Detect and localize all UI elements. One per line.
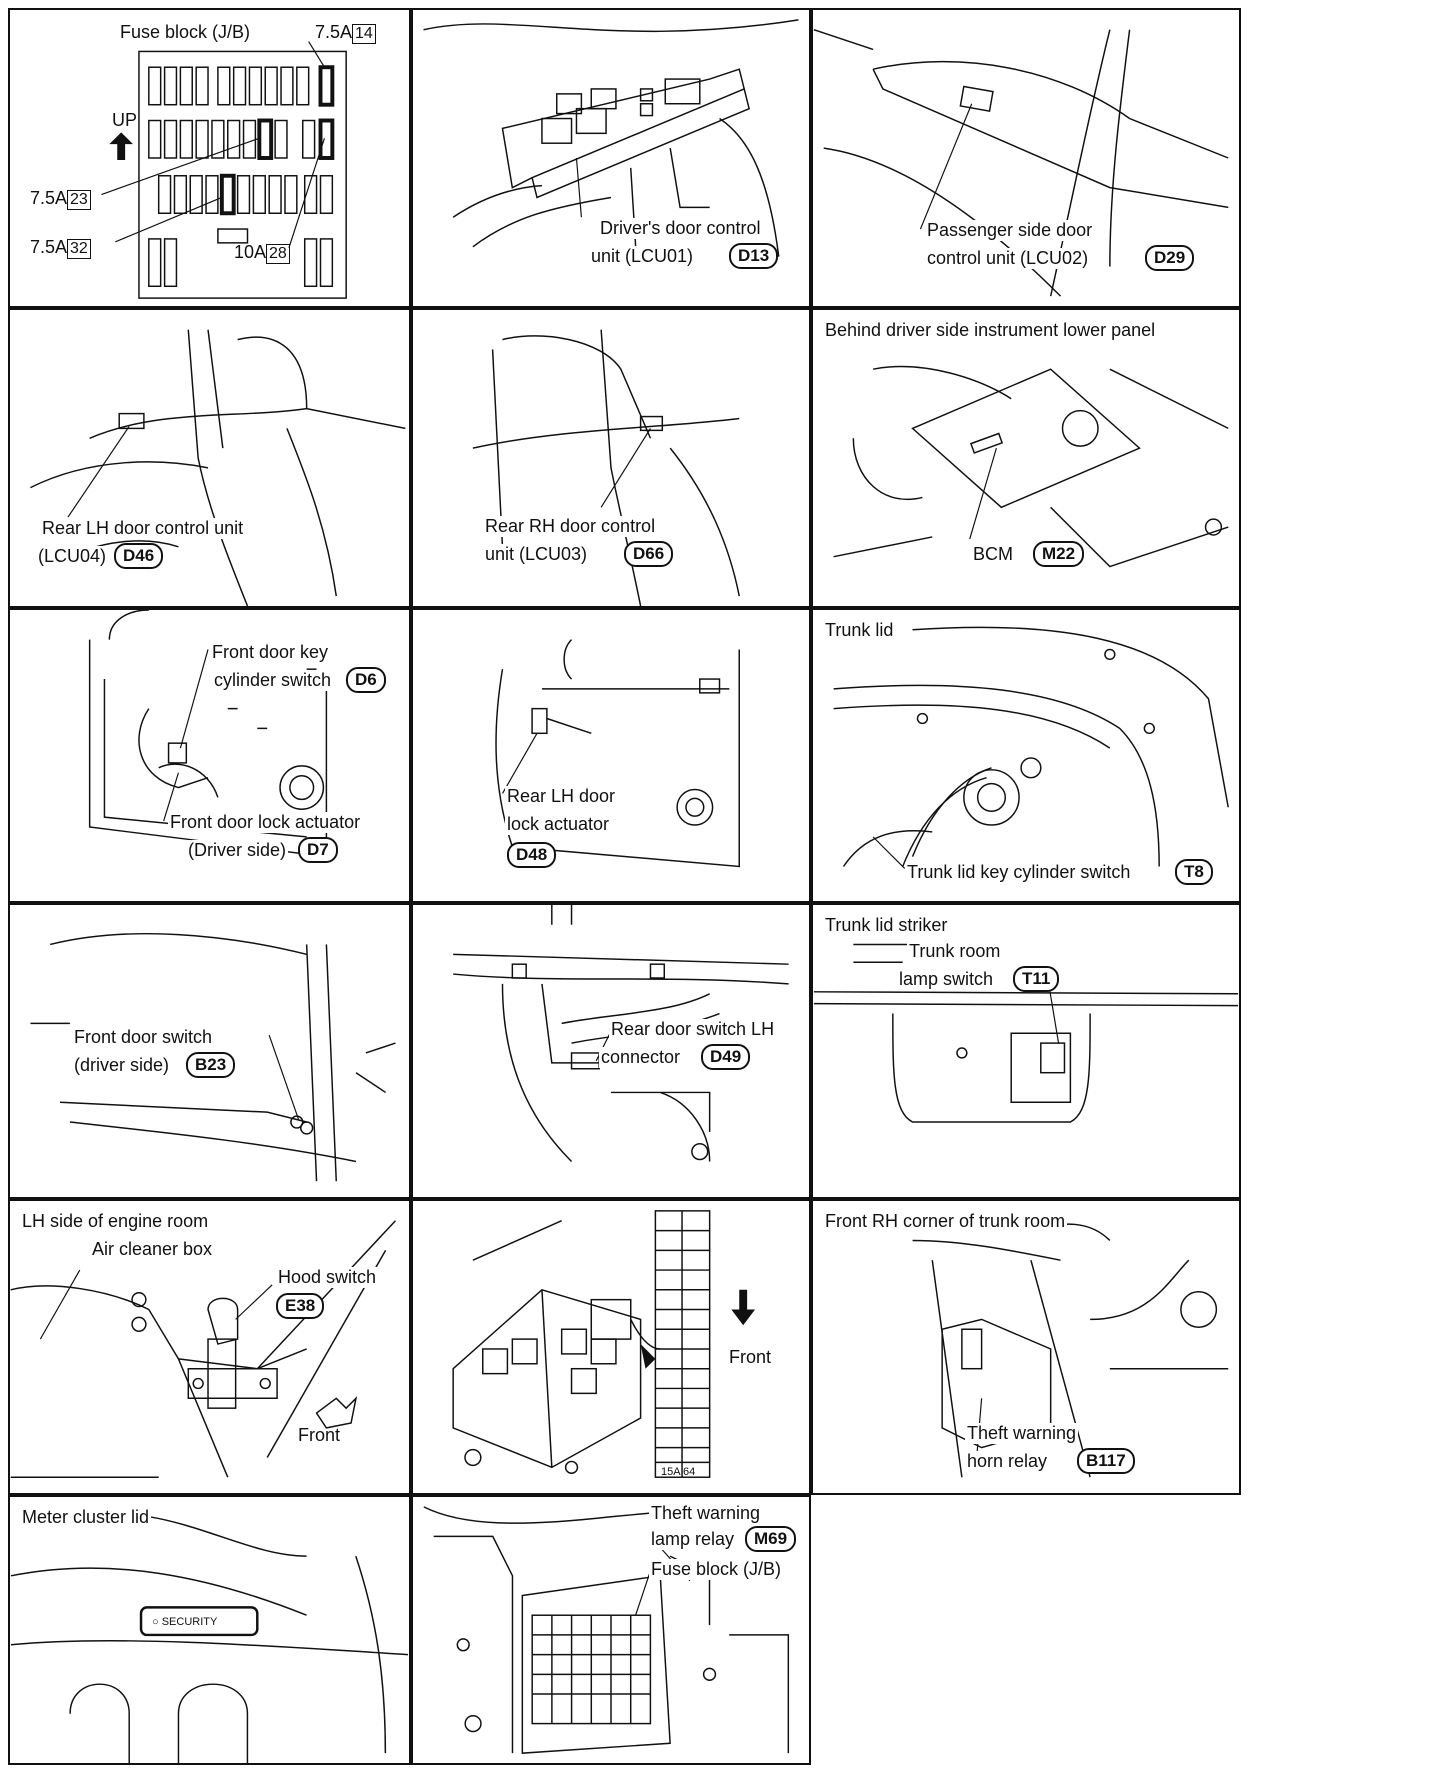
panel-trunk-lid-striker: Trunk lid striker Trunk room lamp switch… xyxy=(811,903,1241,1199)
fuse-block-illustration xyxy=(101,41,347,299)
rear-lh-unit-label-2: (LCU04) xyxy=(36,546,109,567)
trunk-corner-title: Front RH corner of trunk room xyxy=(823,1211,1068,1232)
trunk-room-label-2: lamp switch xyxy=(897,969,996,990)
meter-cluster-illustration xyxy=(10,1515,409,1763)
connector-d7: D7 xyxy=(298,837,338,863)
front-door-key-label-1: Front door key xyxy=(210,642,331,663)
front-door-key-label-2: cylinder switch xyxy=(212,670,334,691)
passenger-door-label-1: Passenger side door xyxy=(925,220,1095,241)
trunk-corner-illustration xyxy=(912,1223,1229,1478)
rear-door-switch-label-2: connector xyxy=(599,1047,683,1068)
rear-lh-lock-illustration xyxy=(495,639,740,868)
connector-d29: D29 xyxy=(1145,245,1195,271)
panel-bcm: Behind driver side instrument lower pane… xyxy=(811,308,1241,608)
fuse-64-label: 15A 64 xyxy=(661,1466,696,1478)
bcm-illustration xyxy=(833,365,1229,568)
panel-rear-lh-door-lock-actuator: Rear LH door lock actuator D48 xyxy=(411,608,811,903)
panel-front-door-key-cylinder: Front door key cylinder switch D6 Front … xyxy=(8,608,411,903)
connector-t8: T8 xyxy=(1175,859,1213,885)
bcm-label: BCM xyxy=(971,544,1015,565)
lamp-relay-fuse-block-label: Fuse block (J/B) xyxy=(649,1559,784,1580)
panel-rear-rh-door-control-unit: Rear RH door control unit (LCU03) D66 xyxy=(411,308,811,608)
passenger-door-illustration xyxy=(813,29,1229,297)
front-door-switch-illustration xyxy=(30,933,396,1182)
trunk-striker-illustration xyxy=(813,943,1239,1123)
connector-d66: D66 xyxy=(624,541,674,567)
front-door-actuator-label-2: (Driver side) xyxy=(186,840,289,861)
rear-rh-door-illustration xyxy=(472,329,740,606)
relay-box-front-label: Front xyxy=(729,1347,772,1367)
connector-d13: D13 xyxy=(729,243,779,269)
bcm-title: Behind driver side instrument lower pane… xyxy=(823,320,1158,341)
connector-m69: M69 xyxy=(745,1526,797,1552)
panel-rear-lh-door-control-unit: Rear LH door control unit (LCU04) D46 xyxy=(8,308,411,608)
horn-relay-label-2: horn relay xyxy=(965,1451,1050,1472)
rear-lh-lock-label-1: Rear LH door xyxy=(505,786,618,807)
panel-passenger-door-control-unit: Passenger side door control unit (LCU02)… xyxy=(811,8,1241,308)
connector-e38: E38 xyxy=(276,1293,325,1319)
panel-trunk-lid: Trunk lid Trunk lid key cylinder switch … xyxy=(811,608,1241,903)
engine-room-title: LH side of engine room xyxy=(20,1211,211,1232)
connector-b117: B117 xyxy=(1077,1448,1135,1474)
connector-m22: M22 xyxy=(1033,541,1085,567)
rear-lh-unit-label-1: Rear LH door control unit xyxy=(40,518,246,539)
rear-door-switch-illustration xyxy=(453,905,789,1163)
connector-d46: D46 xyxy=(114,543,164,569)
connector-b23: B23 xyxy=(186,1052,236,1078)
connector-d6: D6 xyxy=(346,667,386,693)
trunk-lid-title: Trunk lid xyxy=(823,620,896,641)
panel-trunk-room-corner: Front RH corner of trunk room Theft warn… xyxy=(811,1199,1241,1495)
trunk-striker-title: Trunk lid striker xyxy=(823,915,950,936)
rear-rh-unit-label-1: Rear RH door control xyxy=(483,516,658,537)
front-door-switch-label-1: Front door switch xyxy=(72,1027,215,1048)
panel-driver-door-control-unit: Driver's door control unit (LCU01) D13 xyxy=(411,8,811,308)
security-indicator-label: ○ SECURITY xyxy=(152,1616,218,1628)
driver-door-label-2: unit (LCU01) xyxy=(589,246,696,267)
front-door-switch-label-2: (driver side) xyxy=(72,1055,172,1076)
air-cleaner-label: Air cleaner box xyxy=(90,1239,215,1260)
engine-front-label: Front xyxy=(298,1425,341,1445)
panel-meter-cluster-lid: Meter cluster lid ○ SECURITY xyxy=(8,1495,411,1765)
panel-fuse-relay-box: Front 15A 64 xyxy=(411,1199,811,1495)
horn-relay-label-1: Theft warning xyxy=(965,1423,1079,1444)
passenger-door-label-2: control unit (LCU02) xyxy=(925,248,1091,269)
panel-rear-door-switch-lh: Rear door switch LH connector D49 xyxy=(411,903,811,1199)
panel-front-door-switch: Front door switch (driver side) B23 xyxy=(8,903,411,1199)
trunk-room-label-1: Trunk room xyxy=(907,941,1003,962)
driver-door-label-1: Driver's door control xyxy=(598,218,763,239)
fuse-relay-box-illustration xyxy=(452,1210,756,1478)
panel-engine-room: LH side of engine room Air cleaner box H… xyxy=(8,1199,411,1495)
connector-d48: D48 xyxy=(507,842,557,868)
driver-door-illustration xyxy=(423,19,799,257)
panel-theft-warning-lamp-relay: Theft warning lamp relay M69 Fuse block … xyxy=(411,1495,811,1765)
lamp-relay-label-2: lamp relay xyxy=(649,1529,737,1550)
front-door-actuator-label-1: Front door lock actuator xyxy=(168,812,363,833)
panel-empty xyxy=(811,1495,1241,1765)
rear-lh-lock-label-2: lock actuator xyxy=(505,814,612,835)
trunk-lid-illustration xyxy=(833,626,1229,869)
trunk-lid-key-label: Trunk lid key cylinder switch xyxy=(905,862,1133,883)
hood-switch-label: Hood switch xyxy=(276,1267,379,1288)
rear-rh-unit-label-2: unit (LCU03) xyxy=(483,544,590,565)
connector-t11: T11 xyxy=(1013,966,1060,992)
meter-cluster-title: Meter cluster lid xyxy=(20,1507,152,1528)
up-label: UP xyxy=(112,110,138,130)
lamp-relay-label-1: Theft warning xyxy=(649,1503,763,1524)
rear-door-switch-label-1: Rear door switch LH xyxy=(609,1019,777,1040)
connector-d49: D49 xyxy=(701,1044,751,1070)
fuse-block-title: Fuse block (J/B) xyxy=(120,22,251,42)
